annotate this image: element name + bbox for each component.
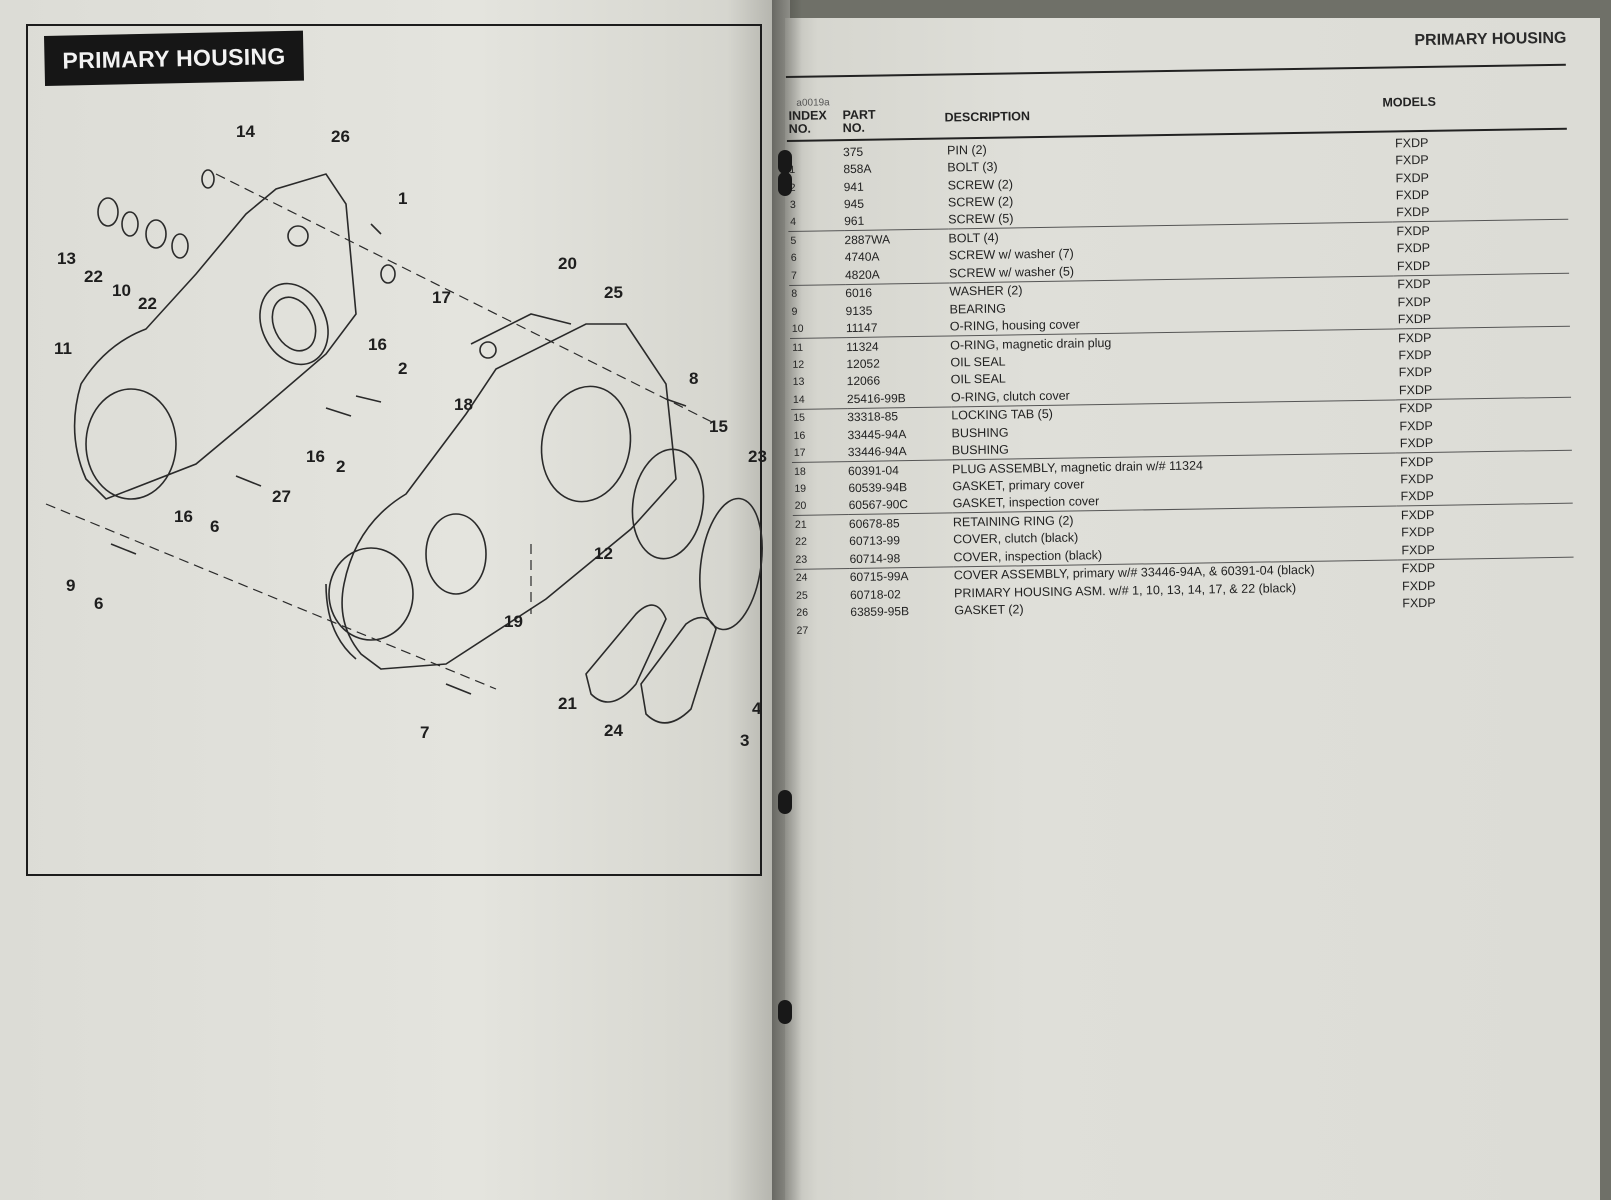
left-page: 14 26 1 13 22 10 22 17 20 25 11 16 2 18 … [0, 0, 790, 1200]
part-number-cell: 941 [843, 179, 864, 194]
callout-label: 2 [336, 457, 345, 476]
part-number-cell [850, 619, 954, 638]
part-number-cell: 961 [844, 214, 865, 229]
inspection-gasket [585, 604, 667, 703]
part-number-cell: 2887WA [844, 229, 949, 249]
index-cell: 25 [794, 586, 850, 604]
column-header-description: DESCRIPTION [944, 109, 1031, 125]
header-divider [785, 63, 1566, 78]
primary-cover-shape [341, 323, 677, 670]
callout-label: 12 [594, 544, 613, 563]
index-cell: 24 [793, 568, 850, 587]
page-header: PRIMARY HOUSING [1414, 29, 1567, 50]
part-number-cell: 33318-85 [847, 406, 952, 427]
right-page: PRIMARY HOUSING a0019a INDEX NO. PART NO… [785, 18, 1600, 1200]
part-number-cell: 60718-02 [849, 586, 901, 602]
callout-label: 4 [752, 699, 762, 718]
part-number-cell: 33446-94A [847, 444, 907, 460]
callout-label: 14 [236, 122, 255, 141]
part-number-cell: 9135 [845, 303, 873, 318]
part-number-cell: 12052 [846, 356, 880, 372]
column-header-part: PART NO. [842, 107, 876, 136]
index-cell: 26 [796, 606, 809, 619]
callout-label: 8 [689, 369, 698, 388]
callout-label: 11 [54, 339, 72, 358]
callout-label: 13 [57, 249, 76, 268]
part-number-cell: 60713-99 [849, 533, 901, 549]
housing-bore [259, 282, 329, 366]
callout-label: 25 [604, 283, 623, 302]
callout-label: 20 [558, 254, 577, 273]
callout-label: 2 [398, 359, 407, 378]
callout-label: 23 [748, 447, 767, 466]
part-number-cell: 945 [843, 196, 865, 212]
part-number-cell: 375 [842, 144, 864, 159]
part-number-cell: 60539-94B [848, 480, 908, 496]
callout-label: 22 [138, 294, 157, 313]
callout-label: 18 [454, 395, 473, 414]
callout-label: 21 [558, 694, 577, 713]
binder-hole [778, 1000, 792, 1024]
cover-clutch-opening [540, 385, 632, 503]
callout-label: 3 [740, 731, 749, 750]
callout-label: 16 [306, 447, 325, 466]
part-number-cell: 60678-85 [848, 513, 954, 533]
part-number-cell: 12066 [846, 373, 881, 389]
part-number-cell: 6016 [845, 282, 950, 303]
part-number-cell: 60391-04 [847, 459, 953, 480]
callout-label: 10 [112, 281, 131, 300]
part-number-cell: 858A [843, 161, 872, 177]
diagram-frame [26, 24, 762, 876]
callout-label: 16 [174, 507, 193, 526]
inspection-cover [640, 616, 717, 724]
part-number-cell: 60715-99A [849, 566, 954, 586]
callout-label: 7 [420, 723, 429, 742]
callout-label: 9 [66, 576, 75, 595]
binder-hole [778, 150, 792, 174]
callout-label: 24 [604, 721, 623, 740]
parts-list: PRIMARY HOUSING a0019a INDEX NO. PART NO… [785, 5, 1611, 718]
part-number-cell: 4820A [844, 267, 880, 282]
part-number-cell: 4740A [844, 249, 880, 265]
clutch-cover [699, 497, 763, 631]
callout-label: 6 [94, 594, 103, 613]
part-number-cell: 60567-90C [848, 497, 909, 513]
column-header-models: MODELS [1382, 94, 1436, 110]
binder-hole [778, 172, 792, 196]
page-title: PRIMARY HOUSING [44, 30, 305, 86]
gasket-outline [325, 313, 572, 660]
part-number-cell: 60714-98 [849, 551, 901, 566]
model-cell [1398, 609, 1574, 629]
part-number-cell: 25416-99B [846, 390, 906, 406]
callout-label: 22 [84, 267, 103, 286]
callout-label: 19 [504, 612, 523, 631]
callout-label: 27 [272, 487, 291, 506]
part-number-cell: 33445-94A [847, 426, 907, 442]
callout-label: 17 [432, 288, 451, 307]
exploded-parts-diagram: 14 26 1 13 22 10 22 17 20 25 11 16 2 18 … [45, 122, 767, 750]
index-cell: 27 [796, 624, 809, 637]
callout-label: 26 [331, 127, 350, 146]
callout-label: 15 [709, 417, 728, 436]
binder-hole [778, 790, 792, 814]
part-number-cell: 11324 [846, 335, 951, 356]
callout-label: 16 [368, 335, 387, 354]
housing-clutch-bore [85, 388, 177, 500]
callout-label: 1 [398, 189, 407, 208]
part-number-cell: 11147 [845, 320, 878, 336]
part-number-cell: 63859-95B [850, 604, 910, 620]
primary-housing-shape [73, 173, 357, 500]
callout-label: 6 [210, 517, 219, 536]
clutch-cover-ring [631, 448, 705, 560]
